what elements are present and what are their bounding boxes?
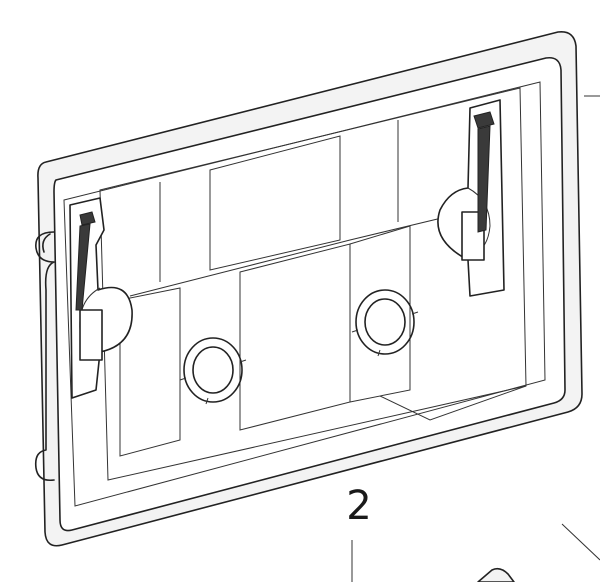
callout-number: 2 [346, 483, 372, 529]
outer-frame [37, 30, 583, 547]
wire-clip [34, 231, 55, 482]
left-pipe-hole [179, 337, 247, 405]
leader-lines [351, 95, 600, 582]
left-bracket [69, 197, 133, 399]
right-bracket [437, 99, 505, 297]
right-pipe-hole [351, 289, 419, 357]
inner-panel [99, 87, 527, 481]
